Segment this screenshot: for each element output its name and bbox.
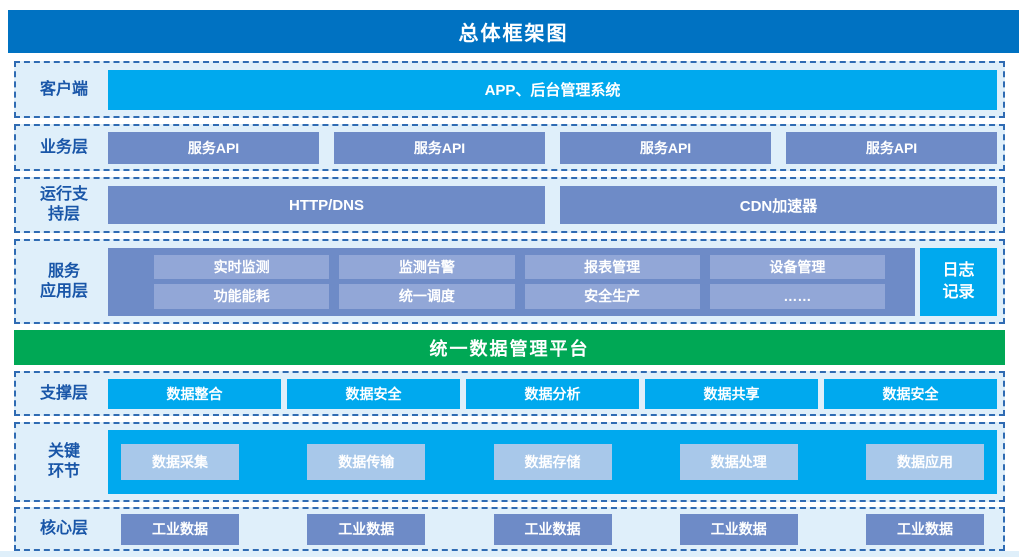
layer-content-service-app: 实时监测 监测告警 报表管理 设备管理 功能能耗 统一调度 安全生产 …… 日志…: [108, 247, 997, 316]
layer-content-business: 服务API 服务API 服务API 服务API: [108, 131, 997, 164]
block-service-api: 服务API: [334, 131, 545, 164]
bottom-margin-strip: [0, 551, 1019, 557]
layer-content-support: 数据整合 数据安全 数据分析 数据共享 数据安全: [108, 378, 997, 409]
layer-row-core: 核心层 工业数据 工业数据 工业数据 工业数据 工业数据: [14, 507, 1005, 551]
module-ellipsis: ……: [709, 284, 885, 309]
block-http-dns: HTTP/DNS: [108, 186, 545, 224]
block-service-api: 服务API: [560, 131, 771, 164]
layer-label-service-app: 服务 应用层: [39, 262, 88, 300]
module-unified-scheduling: 统一调度: [339, 284, 515, 309]
layer-label-support: 支撑层: [39, 384, 88, 402]
block-data-security: 数据安全: [287, 378, 460, 409]
module-monitoring-alarm: 监测告警: [339, 254, 515, 279]
layer-content-key-links: 数据采集 数据传输 数据存储 数据处理 数据应用: [108, 430, 997, 494]
layer-row-support: 支撑层 数据整合 数据安全 数据分析 数据共享 数据安全: [14, 371, 1005, 416]
layer-label-core: 核心层: [39, 520, 88, 537]
block-service-api: 服务API: [108, 131, 319, 164]
block-data-sharing: 数据共享: [645, 378, 818, 409]
block-data-storage: 数据存储: [493, 444, 612, 480]
key-links-container: 数据采集 数据传输 数据存储 数据处理 数据应用: [108, 430, 997, 494]
service-app-container: 实时监测 监测告警 报表管理 设备管理 功能能耗 统一调度 安全生产 ……: [108, 247, 915, 316]
block-industrial-data: 工业数据: [121, 513, 239, 545]
layer-content-client: APP、后台管理系统: [108, 69, 997, 110]
layer-row-business: 业务层 服务API 服务API 服务API 服务API: [14, 124, 1005, 171]
layer-row-runtime-support: 运行支 持层 HTTP/DNS CDN加速器: [14, 177, 1005, 233]
unified-data-platform-bar: 统一数据管理平台: [14, 330, 1005, 365]
module-report-management: 报表管理: [524, 254, 700, 279]
layer-row-key-links: 关键 环节 数据采集 数据传输 数据存储 数据处理 数据应用: [14, 422, 1005, 502]
block-data-collection: 数据采集: [121, 444, 239, 480]
layer-content-core: 工业数据 工业数据 工业数据 工业数据 工业数据: [108, 513, 997, 545]
block-industrial-data: 工业数据: [679, 513, 798, 545]
block-data-transmission: 数据传输: [307, 444, 426, 480]
module-function-energy: 功能能耗: [154, 284, 330, 309]
block-industrial-data: 工业数据: [866, 513, 984, 545]
block-data-integration: 数据整合: [108, 378, 281, 409]
layer-label-business: 业务层: [39, 138, 88, 156]
layer-row-client: 客户端 APP、后台管理系统: [14, 61, 1005, 118]
module-device-management: 设备管理: [709, 254, 885, 279]
layer-label-runtime-support: 运行支 持层: [39, 186, 88, 223]
block-data-analysis: 数据分析: [466, 378, 639, 409]
block-industrial-data: 工业数据: [307, 513, 426, 545]
block-cdn-accelerator: CDN加速器: [560, 186, 997, 224]
block-industrial-data: 工业数据: [493, 513, 612, 545]
block-data-security: 数据安全: [824, 378, 997, 409]
layer-content-runtime-support: HTTP/DNS CDN加速器: [108, 186, 997, 224]
page-title: 总体框架图: [8, 10, 1019, 53]
module-realtime-monitoring: 实时监测: [154, 254, 330, 279]
layer-label-client: 客户端: [39, 80, 88, 98]
block-log-record: 日志 记录: [920, 247, 997, 316]
block-data-processing: 数据处理: [679, 444, 798, 480]
block-app-backend-system: APP、后台管理系统: [108, 69, 997, 110]
layer-label-key-links: 关键 环节: [47, 443, 80, 480]
block-service-api: 服务API: [786, 131, 997, 164]
module-safe-production: 安全生产: [524, 284, 700, 309]
block-data-application: 数据应用: [866, 444, 984, 480]
layer-row-service-app: 服务 应用层 实时监测 监测告警 报表管理 设备管理 功能能耗 统一调度 安全生…: [14, 239, 1005, 324]
